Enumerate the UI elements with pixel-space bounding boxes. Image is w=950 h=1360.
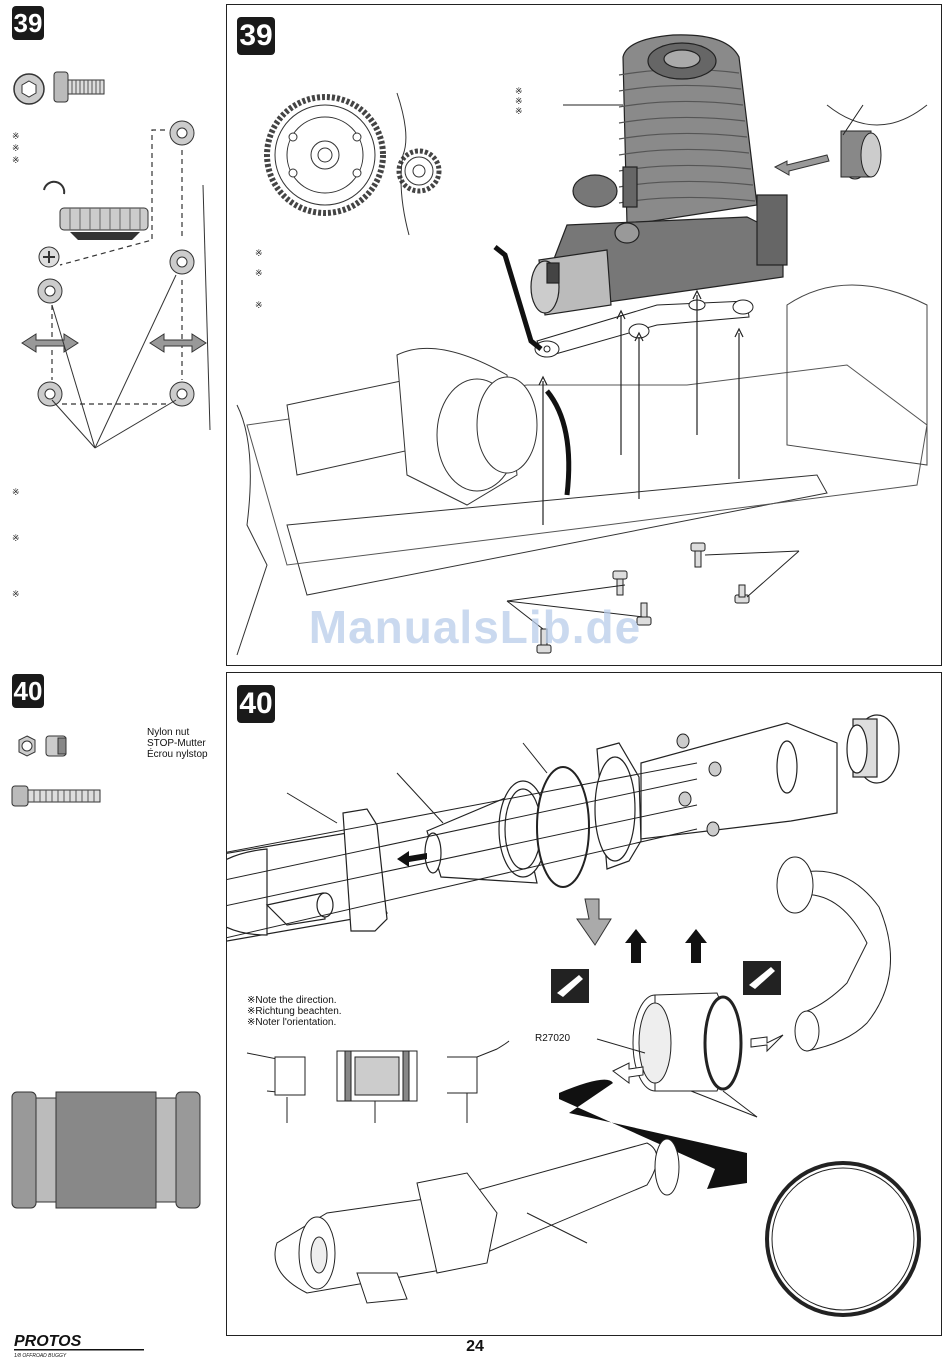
nylon-nut-label-de: STOP-Mutter [147,738,206,749]
step-39-note-mark: ※ [12,486,20,498]
step-39-note-mark: ※ [12,130,20,142]
step-39-note-mark: ※ [12,532,20,544]
step-39-parts-diagram [0,0,225,660]
step-39-main-panel: 39 ※ ※ ※ ※ ※ ※ [226,4,942,666]
direction-arrow-icon [625,929,707,963]
exhaust-assembly-diagram [227,673,941,1335]
nylon-nut-label-en: Nylon nut [147,727,189,738]
nylon-nut-icon [19,736,66,756]
header-pipe-icon [777,857,891,1051]
watermark: ManualsLib.de [0,600,950,654]
engine-mount-diagram [227,5,941,665]
collar-icon [841,131,881,179]
page-number: 24 [0,1338,950,1356]
silicone-coupler-icon [633,993,741,1091]
hex-socket-screw-icon [12,786,100,806]
o-ring-icon [767,1163,919,1315]
coupler-section-icon [247,1041,509,1123]
step-39-note-mark: ※ [12,142,20,154]
assembled-exhaust-icon [275,1139,679,1303]
step-40-main-panel: 40 ※Note the direction. ※Richtung beacht… [226,672,942,1336]
direction-arrow-icon [577,899,611,945]
clutch-part-icon [60,208,148,240]
direction-arrow-icon [397,851,427,867]
silicone-coupler-icon [12,1092,200,1208]
step-39-note-mark: ※ [12,588,20,600]
step-40-parts-diagram [0,680,225,1360]
nylon-nut-label-fr: Écrou nylstop [147,749,208,760]
double-arrow-icon [22,334,206,352]
hex-socket-screw-icon [14,72,104,104]
direction-arrow-icon [775,155,829,175]
phillips-screw-icon [39,247,59,267]
engine-icon [531,35,787,315]
spur-gear-icon [267,93,439,235]
step-39-note-mark: ※ [12,154,20,166]
flat-washer-icon [38,121,194,406]
